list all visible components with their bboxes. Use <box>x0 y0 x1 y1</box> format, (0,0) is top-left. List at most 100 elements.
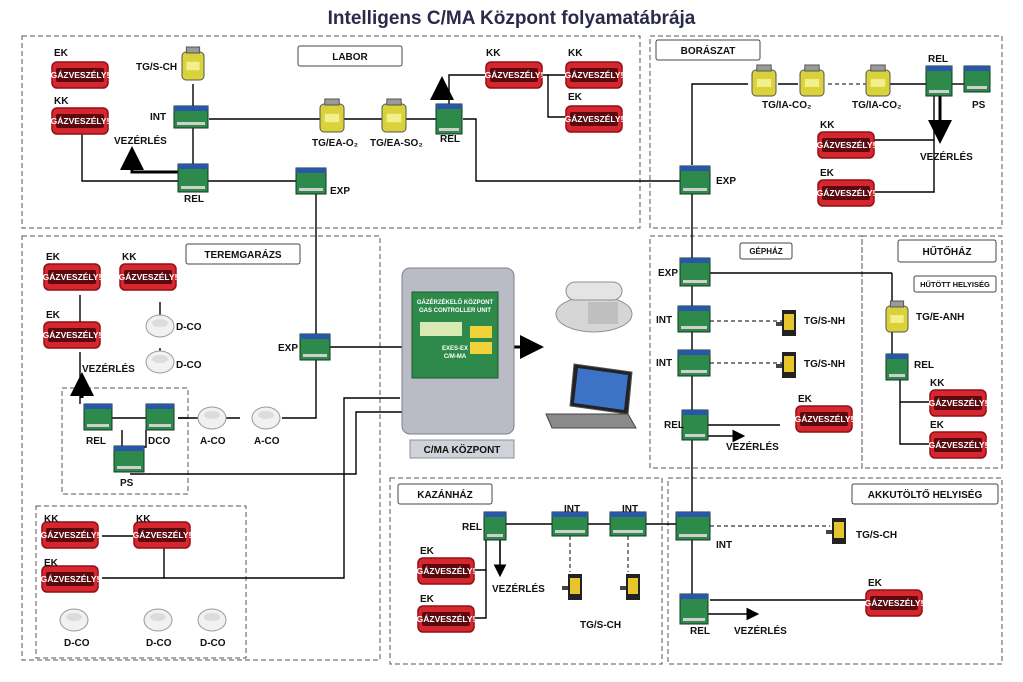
gas-sensor-icon <box>826 518 846 544</box>
device-label: INT <box>564 504 580 515</box>
control-module <box>677 349 711 377</box>
gas-sensor-icon <box>319 98 345 133</box>
control-module <box>173 105 209 129</box>
central-unit: GÁZÉRZÉKELŐ KÖZPONT GAS CONTROLLER UNIT … <box>401 267 515 459</box>
gas-alarm-text: GÁZVESZÉLY! <box>865 598 924 608</box>
device-label: TG/S-CH <box>856 530 897 541</box>
device-label: REL <box>462 522 482 533</box>
device-label: TG/IA-CO₂ <box>762 100 811 111</box>
device-label: PS <box>120 478 134 489</box>
device-label: KK <box>486 48 501 59</box>
device-label: EK <box>568 92 583 103</box>
gas-alarm-badge: GÁZVESZÉLY! <box>817 179 876 207</box>
section-title-hutott: HŰTÖTT HELYISÉG <box>920 280 990 289</box>
section-title-boraszat: BORÁSZAT <box>681 44 736 57</box>
dashed-links <box>569 83 866 572</box>
control-module <box>675 511 711 541</box>
device-label: EXP <box>330 186 350 197</box>
device-label: D-CO <box>146 638 172 649</box>
central-label: C/MA KÖZPONT <box>424 443 501 456</box>
device-label: TG/IA-CO₂ <box>852 100 901 111</box>
device-label: TG/S-CH <box>136 62 177 73</box>
device-label: D-CO <box>176 322 202 333</box>
device-label: TG/S-NH <box>804 316 845 327</box>
control-module <box>145 403 175 431</box>
gas-alarm-badges: GÁZVESZÉLY! GÁZVESZÉLY! GÁZVESZÉLY! GÁZVESZ… <box>41 61 988 633</box>
device-label: EK <box>420 594 435 605</box>
gas-sensor-icon <box>776 310 796 336</box>
device-label: INT <box>622 504 638 515</box>
device-label: EXP <box>658 268 678 279</box>
gas-alarm-badge: GÁZVESZÉLY! <box>51 61 110 89</box>
gas-sensor-icon <box>885 300 909 333</box>
gas-alarm-badge: GÁZVESZÉLY! <box>417 605 476 633</box>
gas-alarm-text: GÁZVESZÉLY! <box>485 70 544 80</box>
co-detector-icon <box>143 608 173 632</box>
gas-alarm-text: GÁZVESZÉLY! <box>817 140 876 150</box>
control-module <box>609 511 647 537</box>
co-detector-icon <box>145 350 175 374</box>
panel-line4: C/M-MA <box>444 354 467 360</box>
gas-alarm-badge: GÁZVESZÉLY! <box>43 321 102 349</box>
device-label: PS <box>972 100 986 111</box>
gas-alarm-badge: GÁZVESZÉLY! <box>43 263 102 291</box>
device-label: KK <box>820 120 835 131</box>
control-module <box>925 65 953 97</box>
device-label: EK <box>46 310 61 321</box>
gas-alarm-badge: GÁZVESZÉLY! <box>41 521 100 549</box>
gas-alarm-text: GÁZVESZÉLY! <box>817 188 876 198</box>
device-label: VEZÉRLÉS <box>726 440 779 453</box>
device-label: TG/S-CH <box>580 620 621 631</box>
control-module <box>83 403 113 431</box>
control-module <box>551 511 589 537</box>
device-label: EK <box>44 558 59 569</box>
panel-line2: GAS CONTROLLER UNIT <box>419 308 491 314</box>
section-title-teremgarazs: TEREMGARÁZS <box>204 248 282 261</box>
arrows <box>70 76 952 398</box>
gas-alarm-text: GÁZVESZÉLY! <box>43 330 102 340</box>
device-label: TG/EA-O₂ <box>312 138 358 149</box>
frame-kazanhaz <box>389 477 663 665</box>
device-label: REL <box>664 420 684 431</box>
laptop-icon <box>545 363 637 429</box>
device-label: A-CO <box>200 436 226 447</box>
gas-alarm-text: GÁZVESZÉLY! <box>41 574 100 584</box>
co-detector-icon <box>197 406 227 430</box>
control-module <box>435 103 463 135</box>
gas-sensor-icon <box>562 574 582 600</box>
device-label: TG/S-NH <box>804 359 845 370</box>
gas-sensor-icon <box>776 352 796 378</box>
gas-alarm-badge: GÁZVESZÉLY! <box>133 521 192 549</box>
device-label: INT <box>716 540 732 551</box>
co-detector-icon <box>59 608 89 632</box>
device-label: A-CO <box>254 436 280 447</box>
co-detector-icon <box>251 406 281 430</box>
device-label: TG/EA-SO₂ <box>370 138 423 149</box>
device-label: EXP <box>278 343 298 354</box>
device-label: KK <box>568 48 583 59</box>
gas-sensor-icon <box>381 98 407 133</box>
device-label: EK <box>820 168 835 179</box>
section-title-kazanhaz: KAZÁNHÁZ <box>417 488 473 501</box>
device-label: VEZÉRLÉS <box>734 624 787 637</box>
gas-alarm-badge: GÁZVESZÉLY! <box>817 131 876 159</box>
device-label: D-CO <box>176 360 202 371</box>
gas-sensors <box>59 46 909 632</box>
co-detector-icon <box>197 608 227 632</box>
gas-alarm-text: GÁZVESZÉLY! <box>43 272 102 282</box>
frame-teremgarazs-lower <box>35 505 247 659</box>
gas-sensor-icon <box>181 46 205 81</box>
gas-alarm-badge: GÁZVESZÉLY! <box>929 431 988 459</box>
control-module <box>885 353 909 381</box>
device-label: VEZÉRLÉS <box>114 134 167 147</box>
device-label: EK <box>798 394 813 405</box>
device-labels: EK KK KK KK EK TG/S-CH INT VEZÉRLÉS REL EXP TG/EA-… <box>44 48 986 649</box>
gas-alarm-badge: GÁZVESZÉLY! <box>565 105 624 133</box>
gas-alarm-badge: GÁZVESZÉLY! <box>41 565 100 593</box>
gas-alarm-text: GÁZVESZÉLY! <box>133 530 192 540</box>
control-module <box>677 305 711 333</box>
gas-alarm-text: GÁZVESZÉLY! <box>929 440 988 450</box>
gas-alarm-badge: GÁZVESZÉLY! <box>565 61 624 89</box>
